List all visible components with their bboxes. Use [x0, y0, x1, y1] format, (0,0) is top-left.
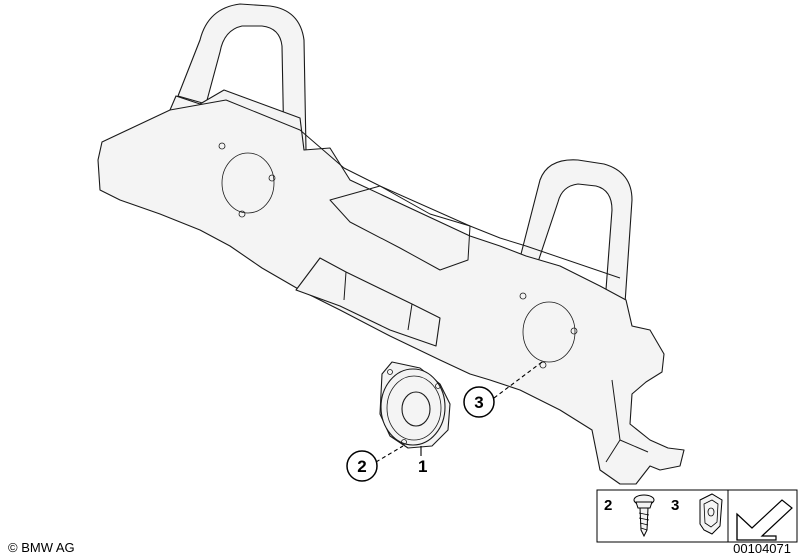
lower-recess	[295, 257, 441, 347]
callout-2-label: 2	[357, 457, 366, 476]
direction-arrow-icon	[736, 499, 793, 541]
callout-2: 2	[346, 450, 378, 482]
leader-line-3	[493, 361, 543, 399]
rear-panel	[97, 89, 685, 485]
speaker-mount-hole-top	[387, 369, 393, 375]
speaker-cone	[401, 391, 431, 427]
right-mount-hole-right	[570, 327, 578, 335]
legend-item-3-label: 3	[671, 497, 679, 514]
callout-1-label: 1	[418, 457, 427, 476]
callout-3-circle	[463, 386, 495, 418]
rear-panel-assembly	[97, 3, 685, 485]
right-leg-bracket	[605, 379, 649, 463]
callout-1: 1	[418, 457, 427, 476]
left-speaker-opening	[221, 152, 275, 214]
recess-inner-edge	[343, 271, 413, 331]
left-mount-hole-right	[268, 174, 276, 182]
center-step-edge	[329, 185, 471, 271]
screw-icon	[633, 494, 655, 538]
hardware-legend: 2 3	[596, 489, 798, 543]
callout-3: 3	[463, 386, 495, 418]
speaker-rim-inner	[386, 375, 442, 441]
left-mount-hole-bottom	[238, 210, 246, 218]
clip-nut-icon	[699, 493, 723, 535]
speaker-part	[379, 361, 451, 449]
legend-item-2-label: 2	[604, 497, 612, 514]
copyright-text: © BMW AG	[8, 540, 75, 555]
right-speaker-opening	[522, 301, 576, 363]
leader-line-2	[375, 445, 404, 463]
speaker-mount-hole-right	[435, 383, 441, 389]
right-mount-hole-bottom	[539, 361, 547, 369]
callout-3-label: 3	[474, 393, 483, 412]
diagram-number: 00104071	[733, 541, 791, 556]
right-mount-hole-top	[519, 292, 527, 300]
callout-2-circle	[346, 450, 378, 482]
speaker-mount-hole-bottom	[401, 439, 407, 445]
left-mount-hole-top	[218, 142, 226, 150]
